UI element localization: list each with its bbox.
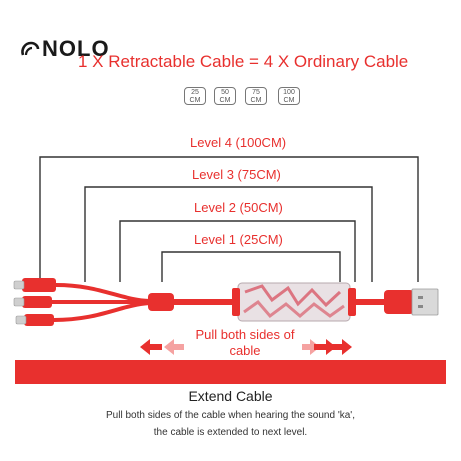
pull-instruction: Pull both sides of cable — [180, 327, 310, 359]
pull-line-2: cable — [229, 343, 261, 358]
headline: 1 X Retractable Cable = 4 X Ordinary Cab… — [78, 52, 409, 71]
level-1-label: Level 1 (25CM) — [194, 232, 283, 247]
level-4-label: Level 4 (100CM) — [190, 135, 287, 150]
arrow-left-icon — [140, 339, 184, 355]
brand-logo: NOLO — [20, 36, 110, 62]
level-4-bracket — [39, 156, 419, 282]
length-badge-25: 25 CM — [184, 87, 206, 105]
badge-unit: CM — [283, 97, 295, 104]
length-badge-100: 100 CM — [278, 87, 300, 105]
extend-description-line-1: Pull both sides of the cable when hearin… — [106, 410, 355, 421]
level-2-label: Level 2 (50CM) — [194, 200, 283, 215]
cable-splitter — [148, 293, 174, 311]
arrow-right-icon — [302, 339, 352, 355]
level-3-bracket — [84, 186, 373, 282]
badge-unit: CM — [189, 97, 201, 104]
extend-title: Extend Cable — [188, 388, 273, 404]
brand-name: NOLO — [42, 36, 110, 61]
badge-value: 75 — [252, 89, 260, 96]
pull-line-1: Pull both sides of — [195, 327, 295, 342]
badge-unit: CM — [250, 97, 262, 104]
badge-value: 50 — [221, 89, 229, 96]
badge-unit: CM — [219, 97, 231, 104]
accent-bar — [15, 360, 446, 384]
level-2-bracket — [119, 220, 356, 282]
usb-plug-icon — [384, 288, 439, 316]
badge-value: 100 — [283, 89, 295, 96]
connector-tips — [22, 278, 56, 326]
length-badge-50: 50 CM — [214, 87, 236, 105]
level-3-label: Level 3 (75CM) — [192, 167, 281, 182]
length-badge-75: 75 CM — [245, 87, 267, 105]
nolo-logo-icon — [21, 41, 40, 56]
retractable-box — [232, 282, 356, 322]
level-1-bracket — [161, 251, 341, 282]
extend-description-line-2: the cable is extended to next level. — [153, 427, 308, 438]
badge-value: 25 — [191, 89, 199, 96]
